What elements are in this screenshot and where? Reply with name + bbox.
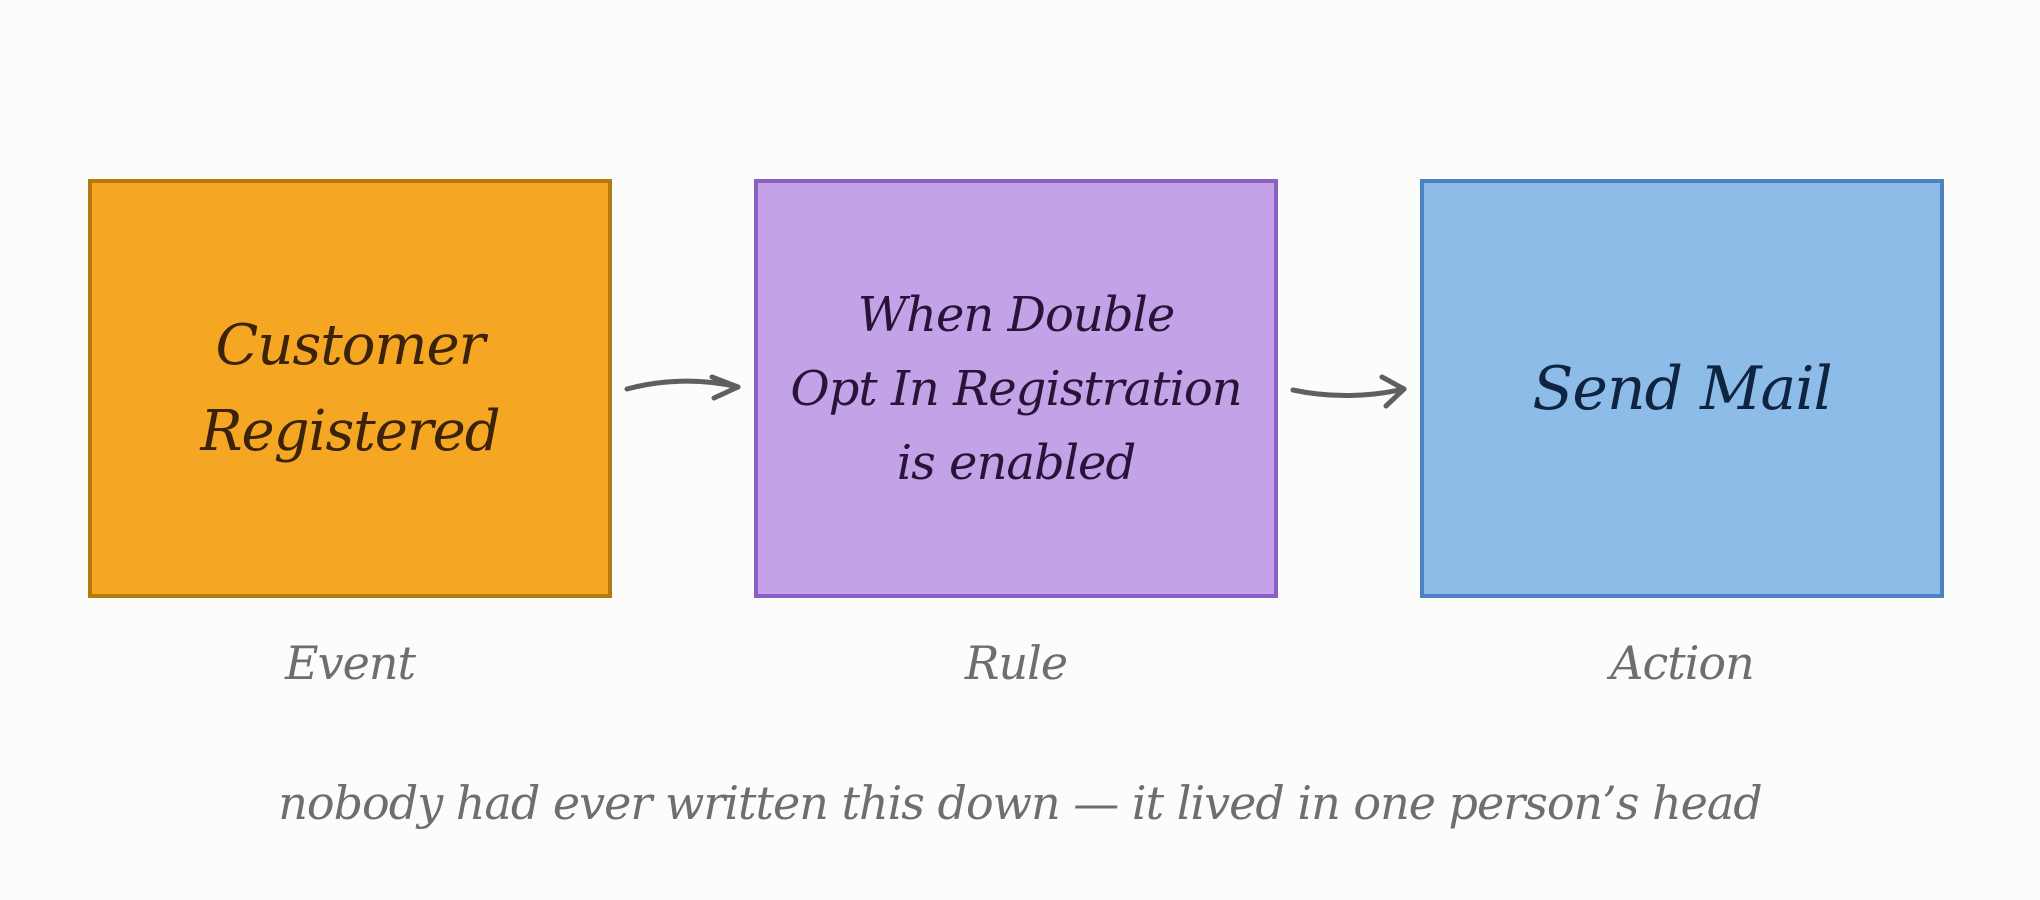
action-box: Send Mail — [1420, 179, 1944, 598]
arrow-rule-to-action — [1290, 374, 1407, 409]
action-caption: Action — [1610, 636, 1755, 690]
rule-box: When Double Opt In Registration is enabl… — [754, 179, 1278, 598]
event-box: Customer Registered — [88, 179, 612, 598]
arrow-event-to-rule — [624, 374, 741, 401]
event-caption: Event — [285, 636, 416, 690]
event-box-text: Customer Registered — [200, 312, 500, 464]
action-box-text: Send Mail — [1532, 353, 1832, 424]
rule-caption: Rule — [964, 636, 1068, 690]
footnote-text: nobody had ever written this down — it l… — [278, 776, 1762, 830]
rule-box-text: When Double Opt In Registration is enabl… — [790, 286, 1242, 491]
